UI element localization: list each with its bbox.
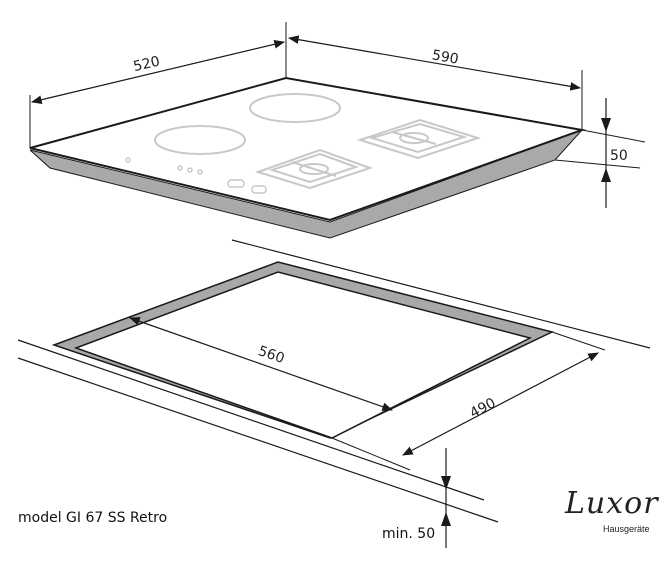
- brand-name: Luxor: [565, 486, 659, 521]
- dimension-min50-label: min. 50: [382, 526, 436, 542]
- cutout-opening: [73, 271, 533, 439]
- model-label: model GI 67 SS Retro: [18, 510, 168, 526]
- dimension-520-line: [30, 40, 286, 104]
- brand-subtitle: Hausgeräte: [603, 524, 650, 534]
- dimension-560-line: [128, 317, 394, 411]
- dimension-590-label: 590: [431, 47, 460, 67]
- dimension-490-line: [402, 352, 599, 456]
- cooktop-drawing: 520 590 50: [29, 22, 646, 239]
- cooktop-front-burner: [154, 125, 246, 155]
- dimension-590-line: [287, 35, 582, 91]
- dimension-490-label: 490: [467, 395, 498, 422]
- cooktop-glass-top: [29, 76, 586, 222]
- cooktop-controls: [125, 157, 267, 194]
- countertop-cutout-drawing: 560 490: [17, 239, 651, 548]
- brand-logo: Luxor Hausgeräte: [565, 486, 660, 541]
- cooktop-rear-burner: [249, 93, 341, 123]
- cooktop-gas-grates: [254, 118, 482, 190]
- dimension-50-label: 50: [610, 148, 628, 164]
- dimension-520-label: 520: [132, 54, 162, 76]
